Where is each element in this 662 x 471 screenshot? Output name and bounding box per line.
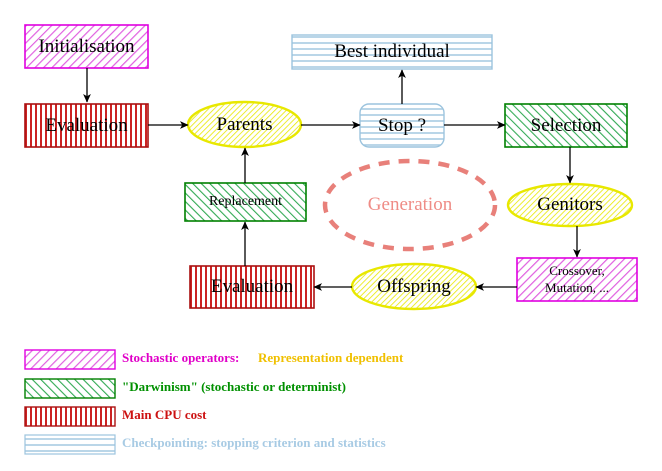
node-stop[interactable] [359, 103, 445, 148]
legend-swatch-cpu [24, 406, 116, 427]
legend-label-cpu: Main CPU cost [122, 407, 207, 422]
node-evaluation-top[interactable] [24, 103, 149, 148]
edge-group [83, 68, 581, 291]
node-best-individual[interactable] [291, 34, 493, 70]
node-selection[interactable] [504, 103, 628, 148]
node-initialisation[interactable] [24, 24, 149, 69]
legend-label-darwinism: "Darwinism" (stochastic or determinist) [122, 379, 346, 394]
node-evaluation-bottom[interactable] [189, 265, 315, 309]
legend-label-stochastic: Stochastic operators: [122, 350, 240, 365]
node-replacement[interactable] [184, 182, 307, 222]
legend-swatch-checkpointing [24, 434, 116, 455]
node-generation-boundary [322, 158, 498, 252]
legend-swatch-stochastic [24, 349, 116, 370]
legend-label-checkpointing: Checkpointing: stopping criterion and st… [122, 435, 386, 450]
node-parents[interactable] [186, 100, 303, 149]
legend-swatch-darwinism [24, 378, 116, 399]
node-offspring[interactable] [350, 262, 478, 311]
node-genitors[interactable] [506, 182, 634, 228]
node-crossover-mutation[interactable] [516, 257, 638, 302]
legend-label-representation-dependent: Representation dependent [258, 350, 404, 365]
